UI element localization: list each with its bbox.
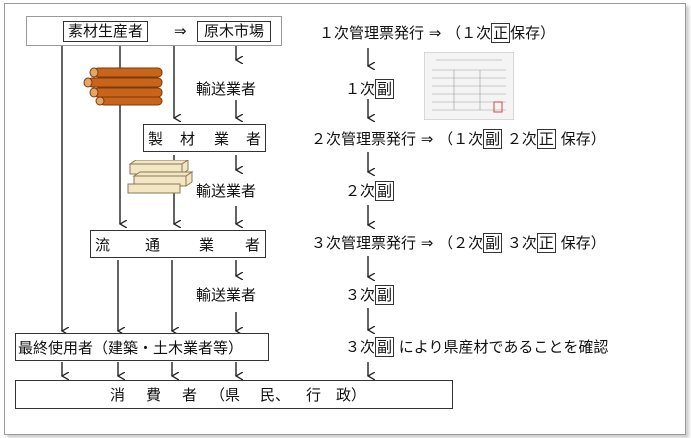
- producer-label: 素材生産者: [63, 21, 149, 42]
- slip-copy-row-6: ３次副: [345, 285, 395, 305]
- transport-label-3: 輸送業者: [196, 286, 257, 304]
- row6-copy-box: 副: [375, 285, 395, 305]
- slip-confirm-row-7: ３次副 により県産材であることを確認: [345, 337, 609, 357]
- distributor-char-3: 業: [199, 235, 215, 254]
- row7-tail: により県産材であることを確認: [394, 338, 609, 356]
- row5-tail: 保存）: [555, 234, 606, 252]
- management-slip-image: [424, 52, 514, 120]
- row7-prefix: ３次: [345, 338, 376, 356]
- row3-tail: 保存）: [555, 130, 606, 148]
- row5-text: ３次管理票発行 ⇒ （２次: [311, 234, 484, 252]
- row1-seal-box: 正: [491, 23, 511, 43]
- consumer-box: 消 費 者 （県 民、 行 政）: [15, 380, 453, 409]
- sawmill-char-4: 者: [246, 129, 262, 148]
- consumer-char-3: 者: [182, 386, 198, 404]
- slip-issue-row-1: １次管理票発行 ⇒ （１次正保存）: [319, 23, 556, 43]
- end-user-label: 最終使用者（建築・土木業者等）: [18, 338, 244, 357]
- row5-seal-box: 正: [536, 233, 556, 253]
- consumer-char-4: （県: [210, 386, 241, 404]
- row5-copy-box: 副: [483, 233, 503, 253]
- sawmill-box: 製 材 業 者: [143, 124, 266, 152]
- producer-box: 素材生産者 ⇒ 原木市場: [26, 16, 282, 46]
- row3-text: ２次管理票発行 ⇒ （１次: [311, 130, 484, 148]
- row4-prefix: ２次: [345, 182, 376, 200]
- row7-copy-box: 副: [375, 337, 395, 357]
- row6-prefix: ３次: [345, 286, 376, 304]
- slip-copy-row-2: １次副: [345, 79, 395, 99]
- transport-label-1: 輸送業者: [196, 80, 257, 98]
- row3-seal-box: 正: [536, 129, 556, 149]
- row4-copy-box: 副: [375, 181, 395, 201]
- transport-label-2: 輸送業者: [196, 182, 257, 200]
- sawmill-char-3: 業: [214, 129, 230, 148]
- arrow-label: ⇒: [174, 22, 187, 40]
- consumer-char-1: 消: [110, 386, 126, 404]
- slip-copy-row-4: ２次副: [345, 181, 395, 201]
- row3-copy-box: 副: [483, 129, 503, 149]
- consumer-char-2: 費: [146, 386, 162, 404]
- slip-issue-row-3: ２次管理票発行 ⇒ （１次副 ２次正 保存）: [311, 129, 606, 149]
- consumer-char-6: 行: [306, 386, 322, 404]
- distributor-box: 流 通 業 者: [90, 230, 266, 258]
- slip-issue-row-5: ３次管理票発行 ⇒ （２次副 ３次正 保存）: [311, 233, 606, 253]
- end-user-box: 最終使用者（建築・土木業者等）: [15, 333, 269, 361]
- sawmill-char-2: 材: [180, 129, 196, 148]
- row3-mid: ２次: [502, 130, 537, 148]
- consumer-char-5: 民、: [260, 386, 291, 404]
- row2-copy-box: 副: [375, 79, 395, 99]
- row5-mid: ３次: [502, 234, 537, 252]
- row1-tail: 保存）: [510, 24, 556, 42]
- row1-text: １次管理票発行 ⇒ （１次: [319, 24, 492, 42]
- distributor-char-1: 流: [95, 235, 111, 254]
- sawmill-char-1: 製: [148, 129, 164, 148]
- lumber-illustration: [127, 160, 194, 194]
- row2-prefix: １次: [345, 80, 376, 98]
- distributor-char-2: 通: [145, 235, 161, 254]
- distributor-char-4: 者: [245, 235, 261, 254]
- log-market-label: 原木市場: [197, 21, 272, 42]
- logs-illustration: [83, 67, 163, 106]
- consumer-char-7: 政）: [336, 386, 367, 404]
